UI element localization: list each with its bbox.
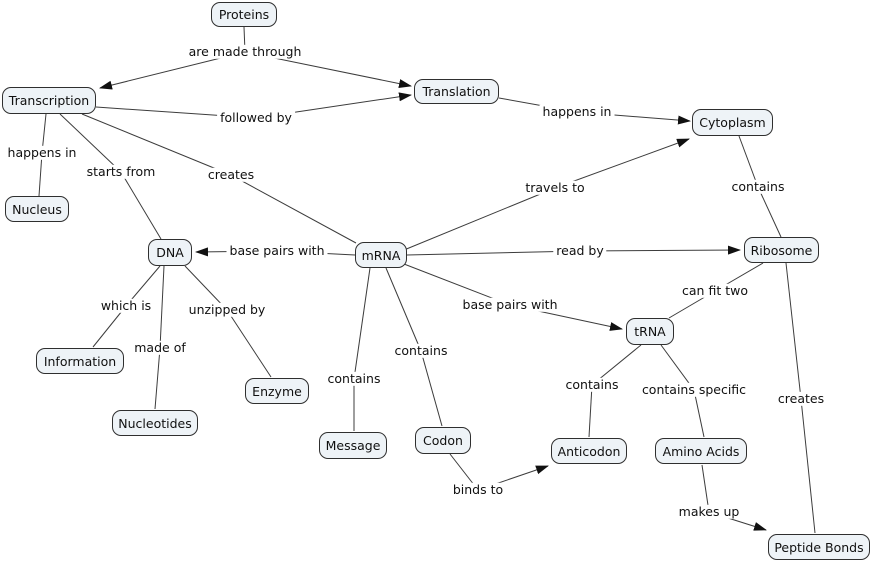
node-anticodon[interactable]: Anticodon [551, 438, 627, 464]
edge-label-are-made-through[interactable]: are made through [185, 44, 305, 60]
node-trna[interactable]: tRNA [626, 318, 674, 345]
edge-label-makes-up[interactable]: makes up [675, 504, 743, 520]
node-information[interactable]: Information [36, 348, 124, 374]
edge-label-base-pairs-with-dna[interactable]: base pairs with [226, 243, 328, 259]
edge-line-made-of [159, 265, 165, 349]
edge-label-contains-anticodon[interactable]: contains [562, 377, 622, 393]
node-cytoplasm[interactable]: Cytoplasm [692, 109, 773, 136]
node-codon[interactable]: Codon [415, 427, 471, 454]
edge-label-read-by[interactable]: read by [553, 243, 607, 259]
edge-label-creates-peptide-bonds[interactable]: creates [774, 391, 828, 407]
edge-line-unzipped-by [184, 265, 228, 311]
edge-line-unzipped-by [226, 309, 272, 378]
edge-line-made-of [154, 347, 161, 410]
edge-line-contains-ribosome [738, 135, 759, 188]
edge-line-creates-peptide-bonds [800, 398, 816, 534]
node-translation[interactable]: Translation [414, 79, 499, 104]
edge-line-travels-to [403, 187, 556, 251]
node-ribosome[interactable]: Ribosome [744, 237, 819, 263]
edge-line-contains-anticodon [588, 384, 593, 438]
node-peptide-bonds[interactable]: Peptide Bonds [768, 534, 870, 560]
edge-label-unzipped-by[interactable]: unzipped by [185, 302, 269, 318]
edge-line-makes-up [701, 464, 710, 513]
edge-label-contains-codon[interactable]: contains [391, 343, 451, 359]
edge-line-contains-ribosome [757, 186, 782, 238]
edge-label-contains-ribosome[interactable]: contains [728, 179, 788, 195]
node-mrna[interactable]: mRNA [355, 242, 407, 268]
edge-label-base-pairs-with-trna[interactable]: base pairs with [459, 297, 561, 313]
node-nucleus[interactable]: Nucleus [5, 196, 69, 222]
edge-label-contains-message[interactable]: contains [324, 371, 384, 387]
edge-label-starts-from[interactable]: starts from [83, 164, 159, 180]
edge-label-followed-by[interactable]: followed by [217, 110, 295, 126]
edge-label-travels-to[interactable]: travels to [522, 180, 588, 196]
edge-label-creates-mrna[interactable]: creates [204, 167, 258, 183]
edge-label-happens-in-cytoplasm[interactable]: happens in [539, 104, 615, 120]
edge-label-happens-in-nucleus[interactable]: happens in [4, 145, 80, 161]
node-transcription[interactable]: Transcription [2, 87, 96, 114]
edge-line-contains-specific [660, 344, 695, 391]
node-nucleotides[interactable]: Nucleotides [112, 410, 198, 436]
edge-label-which-is[interactable]: which is [97, 298, 155, 314]
node-dna[interactable]: DNA [148, 239, 192, 266]
node-enzyme[interactable]: Enzyme [245, 378, 309, 404]
node-message[interactable]: Message [319, 432, 387, 459]
edge-line-creates-mrna [81, 113, 232, 176]
edge-line-travels-to [554, 138, 690, 189]
edge-line-creates-peptide-bonds [785, 262, 802, 400]
node-amino-acids[interactable]: Amino Acids [655, 438, 747, 464]
edge-label-contains-specific[interactable]: contains specific [638, 382, 750, 398]
edge-line-contains-specific [693, 389, 705, 438]
edge-line-contains-codon [385, 267, 422, 352]
edge-line-starts-from [120, 171, 162, 240]
edge-label-can-fit-two[interactable]: can fit two [679, 283, 751, 299]
edge-line-creates-mrna [230, 174, 357, 244]
edge-line-read-by [406, 250, 581, 256]
edge-line-contains-codon [420, 350, 443, 427]
edge-line-starts-from [59, 113, 122, 173]
edge-line-contains-message [353, 267, 371, 380]
edge-label-made-of[interactable]: made of [131, 340, 189, 356]
node-proteins[interactable]: Proteins [211, 2, 277, 27]
edge-label-binds-to[interactable]: binds to [449, 482, 507, 498]
